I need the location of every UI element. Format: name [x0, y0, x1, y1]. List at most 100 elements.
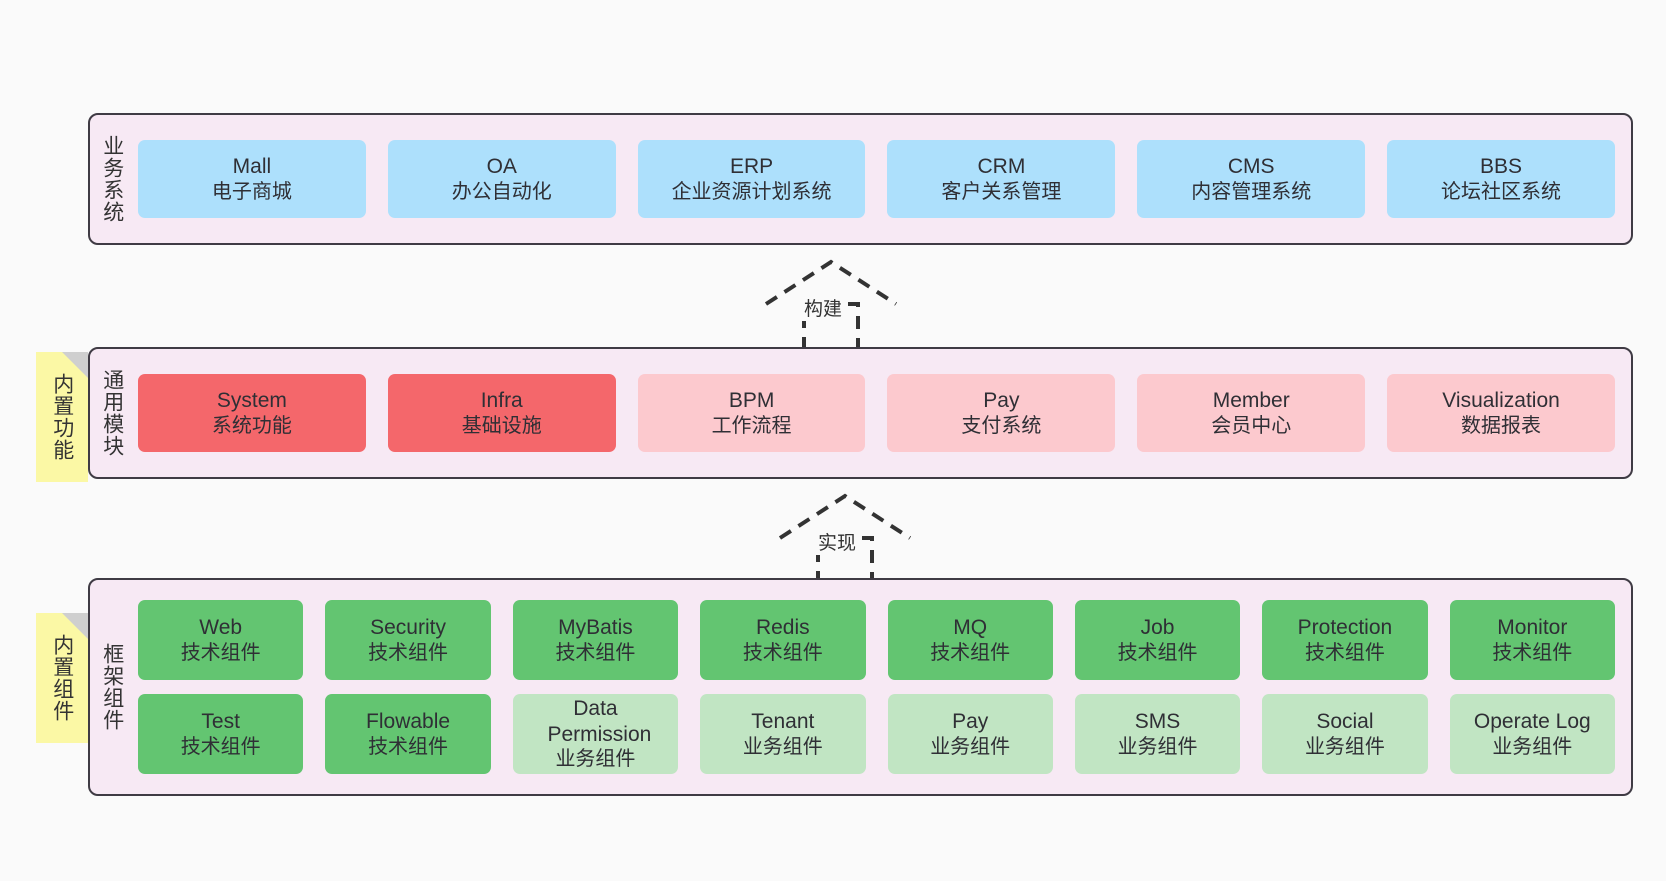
card-job[interactable]: Job 技术组件 [1074, 600, 1241, 680]
card-mall[interactable]: Mall 电子商城 [138, 140, 366, 218]
note-fold-corner-icon [62, 613, 88, 639]
card-data-permission[interactable]: Data Permission 业务组件 [512, 694, 679, 774]
card-mybatis[interactable]: MyBatis 技术组件 [512, 600, 679, 680]
layer-label-business-system: 业务系统 [100, 135, 124, 223]
card-operate-log[interactable]: Operate Log 业务组件 [1449, 694, 1615, 774]
card-subtitle: 工作流程 [711, 414, 792, 437]
card-system[interactable]: System 系统功能 [138, 374, 366, 452]
layer-label-common-module: 通用模块 [100, 369, 124, 457]
layer-framework-component[interactable]: 框架组件 Web 技术组件 Security 技术组件 MyBatis 技术组件… [88, 578, 1633, 796]
card-row: Test 技术组件 Flowable 技术组件 Data Permission … [138, 694, 1615, 774]
card-title: SMS [1134, 710, 1181, 733]
card-subtitle: 会员中心 [1211, 414, 1292, 437]
connector-label-build: 构建 [802, 294, 845, 321]
layer-common-module[interactable]: 通用模块 System 系统功能 Infra 基础设施 BPM 工作流程 Pay… [88, 347, 1633, 479]
card-title: MQ [953, 616, 988, 639]
card-subtitle: 系统功能 [211, 414, 292, 437]
card-crm[interactable]: CRM 客户关系管理 [887, 140, 1116, 218]
card-row: System 系统功能 Infra 基础设施 BPM 工作流程 Pay 支付系统… [138, 374, 1615, 452]
card-pay-business[interactable]: Pay 业务组件 [887, 694, 1053, 774]
layer-body-common-module: System 系统功能 Infra 基础设施 BPM 工作流程 Pay 支付系统… [134, 349, 1631, 477]
card-subtitle: 技术组件 [555, 641, 636, 664]
layer-business-system[interactable]: 业务系统 Mall 电子商城 OA 办公自动化 ERP 企业资源计划系统 CRM… [88, 113, 1633, 245]
card-title: Flowable [366, 710, 451, 733]
card-protection[interactable]: Protection 技术组件 [1262, 600, 1428, 680]
card-flowable[interactable]: Flowable 技术组件 [325, 694, 491, 774]
card-tenant[interactable]: Tenant 业务组件 [700, 694, 866, 774]
card-title: Mall [232, 155, 272, 178]
layer-label-framework-component: 框架组件 [100, 643, 124, 731]
card-title: ERP [729, 155, 774, 178]
card-subtitle: 技术组件 [1304, 641, 1385, 664]
card-bpm[interactable]: BPM 工作流程 [637, 374, 866, 452]
card-title: CMS [1227, 155, 1275, 178]
connector-implement: 实现 [770, 492, 920, 586]
card-erp[interactable]: ERP 企业资源计划系统 [637, 140, 866, 218]
card-title: BPM [728, 389, 775, 412]
card-title: CRM [977, 155, 1026, 178]
card-title: Social [1316, 710, 1374, 733]
card-title: Test [201, 710, 240, 733]
card-subtitle: 客户关系管理 [941, 180, 1062, 203]
card-bbs[interactable]: BBS 论坛社区系统 [1387, 140, 1615, 218]
card-subtitle: 技术组件 [1117, 641, 1198, 664]
card-title: Web [199, 616, 243, 639]
card-subtitle: 业务组件 [742, 735, 823, 758]
card-infra[interactable]: Infra 基础设施 [387, 374, 616, 452]
card-title: BBS [1480, 155, 1523, 178]
card-subtitle: 数据报表 [1461, 414, 1542, 437]
card-subtitle: 业务组件 [1304, 735, 1385, 758]
card-title: Monitor [1497, 616, 1568, 639]
card-oa[interactable]: OA 办公自动化 [387, 140, 616, 218]
card-test[interactable]: Test 技术组件 [138, 694, 304, 774]
card-subtitle: 业务组件 [555, 748, 636, 771]
card-title: Member [1212, 389, 1290, 412]
card-redis[interactable]: Redis 技术组件 [700, 600, 866, 680]
card-subtitle: 电子商城 [211, 180, 292, 203]
card-row: Mall 电子商城 OA 办公自动化 ERP 企业资源计划系统 CRM 客户关系… [138, 140, 1615, 218]
sticky-note-builtin-component: 内置组件 [36, 613, 88, 743]
generalization-arrowhead [778, 493, 912, 540]
card-subtitle: 技术组件 [368, 735, 449, 758]
card-subtitle: 业务组件 [1117, 735, 1198, 758]
card-title: Pay [952, 710, 989, 733]
note-text: 内置功能 [50, 373, 74, 461]
card-subtitle: 技术组件 [1492, 641, 1573, 664]
connector-build: 构建 [756, 258, 906, 352]
card-subtitle: 内容管理系统 [1191, 180, 1312, 203]
card-subtitle: 基础设施 [461, 414, 542, 437]
card-pay[interactable]: Pay 支付系统 [887, 374, 1116, 452]
card-subtitle: 技术组件 [930, 641, 1011, 664]
card-web[interactable]: Web 技术组件 [138, 600, 304, 680]
card-title: OA [486, 155, 517, 178]
card-row: Web 技术组件 Security 技术组件 MyBatis 技术组件 Redi… [138, 600, 1615, 680]
card-title: Job [1140, 616, 1175, 639]
card-subtitle: 技术组件 [180, 641, 261, 664]
card-title: Operate Log [1473, 710, 1591, 733]
card-visualization[interactable]: Visualization 数据报表 [1387, 374, 1615, 452]
card-title: Infra [480, 389, 523, 412]
card-subtitle: 技术组件 [180, 735, 261, 758]
card-title: Data Permission [547, 697, 652, 746]
note-text: 内置组件 [50, 634, 74, 722]
card-mq[interactable]: MQ 技术组件 [887, 600, 1053, 680]
card-cms[interactable]: CMS 内容管理系统 [1137, 140, 1366, 218]
card-security[interactable]: Security 技术组件 [325, 600, 491, 680]
card-social[interactable]: Social 业务组件 [1262, 694, 1428, 774]
generalization-arrowhead [764, 259, 898, 306]
layer-body-business-system: Mall 电子商城 OA 办公自动化 ERP 企业资源计划系统 CRM 客户关系… [134, 115, 1631, 243]
card-subtitle: 论坛社区系统 [1441, 180, 1562, 203]
sticky-note-builtin-function: 内置功能 [36, 352, 88, 482]
note-fold-corner-icon [62, 352, 88, 378]
card-title: System [216, 389, 287, 412]
card-sms[interactable]: SMS 业务组件 [1074, 694, 1241, 774]
layer-body-framework-component: Web 技术组件 Security 技术组件 MyBatis 技术组件 Redi… [134, 580, 1631, 794]
card-title: MyBatis [558, 616, 633, 639]
card-subtitle: 业务组件 [930, 735, 1011, 758]
card-title: Redis [755, 616, 810, 639]
card-subtitle: 业务组件 [1492, 735, 1573, 758]
card-monitor[interactable]: Monitor 技术组件 [1449, 600, 1615, 680]
card-member[interactable]: Member 会员中心 [1137, 374, 1366, 452]
card-title: Security [370, 616, 446, 639]
